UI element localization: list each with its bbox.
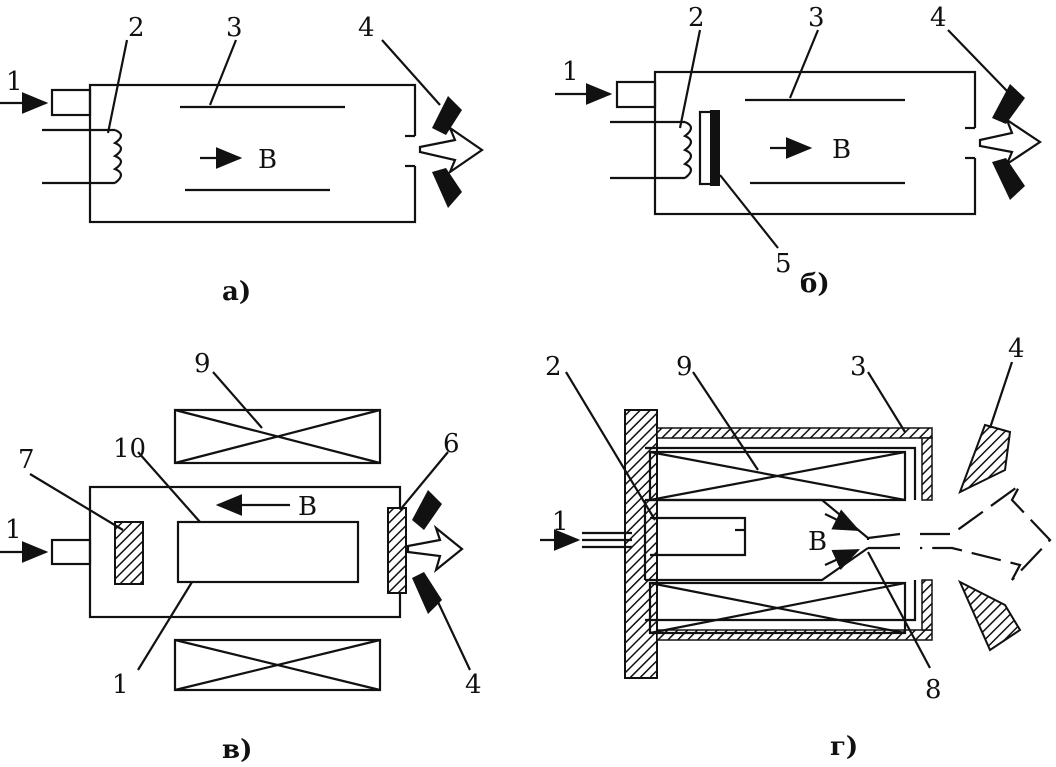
coil-cross-4 <box>649 581 906 635</box>
label-3: 3 <box>226 13 243 43</box>
sputter-target <box>114 521 144 585</box>
panel-g: B 2 9 3 4 1 8 г) <box>540 334 1052 762</box>
leader-7 <box>29 473 124 531</box>
housing-bottom-wall <box>656 629 933 641</box>
label-9: 9 <box>676 352 693 382</box>
coil-cross-2 <box>174 408 381 465</box>
magnet-coil-top <box>173 408 382 465</box>
leader-3 <box>788 29 820 99</box>
leader-2 <box>106 39 129 134</box>
field-label: B <box>808 527 827 557</box>
leader-4 <box>381 39 441 106</box>
extractor-top <box>958 423 1012 494</box>
panel-a: B 1 2 3 4 а) <box>0 13 484 307</box>
inner-wall-bottom <box>645 580 917 622</box>
caption-v: в) <box>222 735 252 765</box>
chamber-body <box>653 70 977 216</box>
gas-inlet-tube <box>50 538 92 566</box>
extractor-bottom <box>432 168 462 208</box>
leader-10 <box>137 451 201 523</box>
magnet-coil-bottom <box>173 638 382 692</box>
filament-coil <box>682 120 693 179</box>
panel-v: B 1 7 10 9 6 4 1 в) <box>0 349 482 765</box>
leader-4 <box>429 584 471 671</box>
label-1: 1 <box>552 507 569 537</box>
leader-4 <box>988 361 1014 429</box>
label-3: 3 <box>808 3 825 33</box>
housing-top-wall <box>656 427 933 439</box>
leader-5 <box>719 174 779 249</box>
extractor-top <box>432 96 462 135</box>
emission-electrode <box>387 507 407 594</box>
label-1: 1 <box>562 57 579 87</box>
aperture-gap <box>405 136 425 166</box>
gas-inlet-tube <box>615 80 657 109</box>
label-1: 1 <box>6 67 23 97</box>
field-arrow-bottom <box>824 548 861 571</box>
label-10: 10 <box>113 434 146 464</box>
label-9: 9 <box>194 349 211 379</box>
leader-4 <box>947 29 1009 93</box>
caption-b: б) <box>800 269 830 299</box>
housing-end-top <box>921 437 933 501</box>
extractor-top <box>412 490 442 530</box>
label-4: 4 <box>465 670 482 700</box>
nozzle-channel <box>867 532 901 550</box>
leader-9 <box>212 371 263 429</box>
coil-cross-4 <box>174 638 381 692</box>
cathode-plate <box>710 110 720 186</box>
label-4: 4 <box>1008 334 1025 364</box>
label-1-bottom: 1 <box>112 670 129 700</box>
beam-arrow <box>406 524 464 574</box>
coil-cross-2 <box>649 450 906 502</box>
label-6: 6 <box>443 429 460 459</box>
discharge-wall-bottom <box>645 547 869 582</box>
label-5: 5 <box>775 249 792 279</box>
label-2: 2 <box>128 13 145 43</box>
inner-wall-top <box>645 446 917 500</box>
leader-2 <box>678 29 702 129</box>
aperture-gap <box>965 128 985 158</box>
extractor-top <box>992 84 1025 124</box>
panel-b: B 1 2 3 4 5 б) <box>555 3 1042 299</box>
magnet-coil-bottom <box>648 581 907 635</box>
housing-end-bottom <box>921 579 933 631</box>
label-4: 4 <box>930 3 947 33</box>
label-8: 8 <box>925 675 942 705</box>
filament-coil <box>112 128 123 184</box>
label-7: 7 <box>18 445 35 475</box>
leader-3 <box>208 39 238 106</box>
field-label: B <box>258 145 277 175</box>
field-label: B <box>298 492 317 522</box>
beam-arrow <box>978 117 1042 167</box>
leader-6 <box>399 451 449 511</box>
label-2: 2 <box>688 3 705 33</box>
leader-3 <box>867 371 906 433</box>
beam-arrow <box>920 484 1052 581</box>
gas-inlet-tube <box>50 88 92 117</box>
extractor-bottom <box>412 572 442 614</box>
extractor-bottom <box>992 158 1025 200</box>
discharge-wall-top <box>645 498 870 540</box>
chamber-body <box>88 83 417 224</box>
beam-arrow <box>418 124 484 176</box>
extractor-bottom <box>957 579 1022 652</box>
anode-cylinder <box>176 520 360 584</box>
field-label: B <box>832 135 851 165</box>
label-4: 4 <box>358 13 375 43</box>
leader-8 <box>867 551 931 669</box>
leader-1b <box>137 581 193 671</box>
cathode-rod <box>650 516 747 557</box>
mounting-flange <box>624 409 658 679</box>
caption-g: г) <box>830 732 858 762</box>
label-2: 2 <box>545 352 562 382</box>
field-arrow-top <box>824 509 860 531</box>
label-1: 1 <box>5 515 22 545</box>
label-3: 3 <box>850 352 867 382</box>
leader-9 <box>692 371 759 471</box>
caption-a: а) <box>222 277 251 307</box>
leader-2 <box>565 371 656 521</box>
